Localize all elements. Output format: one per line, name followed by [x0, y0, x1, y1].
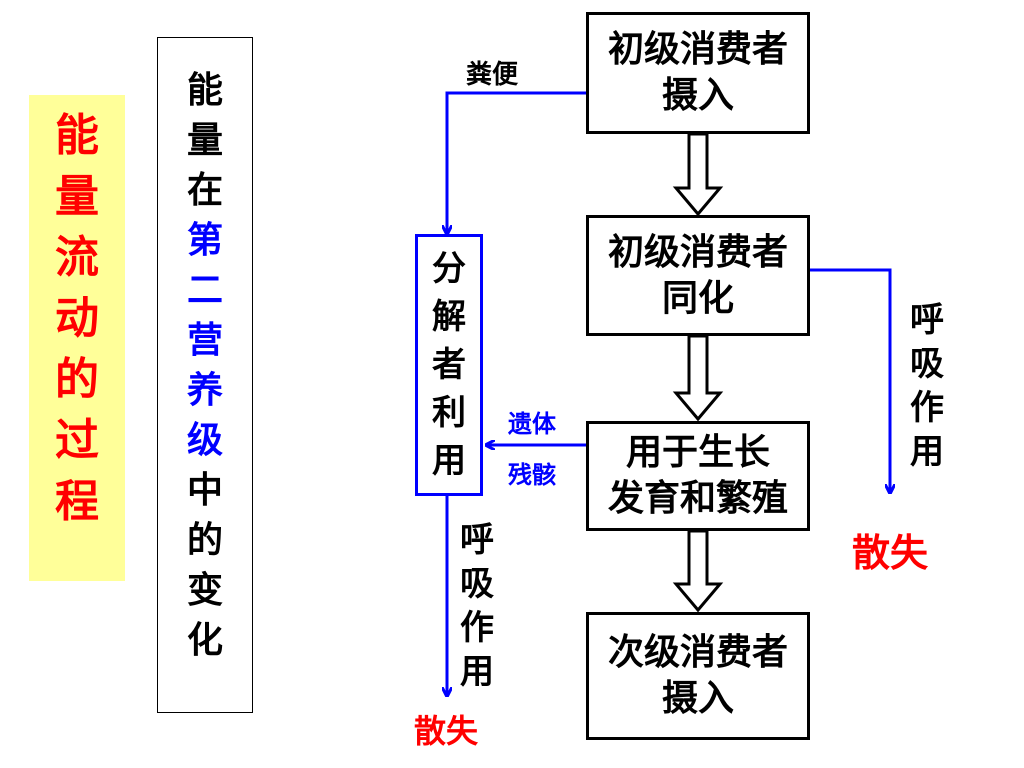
subtitle-char: 二 — [186, 270, 223, 311]
subtitle-char: 中 — [186, 470, 223, 511]
hollow-arrow-assimilation-to-growth — [672, 334, 724, 422]
label-char: 吸 — [910, 344, 944, 384]
label-char: 吸 — [460, 564, 494, 604]
subtitle-char: 营 — [186, 320, 223, 361]
hollow-arrow-growth-to-next — [672, 529, 724, 613]
subtitle-char: 的 — [186, 520, 223, 561]
box-line: 同化 — [661, 277, 734, 319]
title-char: 量 — [55, 171, 99, 222]
title-panel: 能 量 流 动 的 过 程 — [29, 95, 125, 581]
subtitle-char: 能 — [186, 70, 223, 111]
label-char: 用 — [910, 432, 944, 472]
box-char: 者 — [432, 345, 466, 385]
subtitle-char: 养 — [186, 370, 223, 411]
lost-right-label: 散失 — [852, 531, 929, 575]
respiration-right-arrow — [810, 268, 890, 492]
subtitle-char: 化 — [186, 620, 223, 661]
box-char: 利 — [432, 393, 466, 433]
label-char: 用 — [460, 652, 494, 692]
title-char: 过 — [55, 415, 99, 466]
remains-label-1: 遗体 — [508, 410, 556, 438]
decomposer-box: 分 解 者 利 用 — [415, 234, 483, 496]
box-line: 初级消费者 — [607, 29, 788, 70]
subtitle-char: 级 — [186, 420, 223, 461]
remains-label-2: 残骸 — [508, 461, 556, 489]
box-line: 用于生长 — [625, 432, 770, 473]
title-text: 能 量 流 动 的 过 程 — [29, 105, 125, 532]
box-line: 发育和繁殖 — [607, 478, 788, 519]
feces-label: 粪便 — [466, 60, 519, 90]
feces-arrow — [447, 91, 586, 233]
secondary-consumer-intake-box: 次级消费者 摄入 — [586, 612, 810, 740]
label-char: 作 — [460, 608, 494, 648]
lost-left-label: 散失 — [414, 712, 479, 750]
subtitle-char: 变 — [186, 570, 223, 611]
subtitle-text: 能量在第二营养级中的变化 — [158, 66, 252, 666]
respiration-right-label: 呼 吸 作 用 — [902, 298, 952, 474]
label-char: 作 — [910, 388, 944, 428]
subtitle-char: 量 — [186, 120, 223, 161]
box-char: 分 — [432, 249, 466, 289]
box-line: 摄入 — [661, 678, 734, 719]
primary-consumer-intake-box: 初级消费者 摄入 — [586, 12, 810, 134]
box-char: 用 — [432, 441, 466, 481]
title-char: 的 — [55, 354, 99, 405]
box-char: 解 — [432, 297, 466, 337]
subtitle-panel: 能量在第二营养级中的变化 — [157, 37, 253, 713]
box-line: 次级消费者 — [607, 632, 788, 673]
growth-reproduction-box: 用于生长 发育和繁殖 — [586, 421, 810, 531]
box-line: 摄入 — [661, 75, 734, 116]
label-char: 呼 — [460, 520, 494, 560]
title-char: 程 — [55, 476, 99, 527]
title-char: 能 — [55, 110, 99, 161]
title-char: 流 — [55, 232, 99, 283]
label-char: 呼 — [910, 300, 944, 340]
subtitle-char: 在 — [186, 170, 223, 211]
respiration-left-label: 呼 吸 作 用 — [452, 518, 502, 694]
title-char: 动 — [55, 293, 99, 344]
hollow-arrow-intake-to-assimilation — [672, 132, 724, 217]
subtitle-char: 第 — [186, 220, 223, 261]
box-line: 初级消费者 — [607, 231, 788, 273]
primary-consumer-assimilation-box: 初级消费者 同化 — [586, 215, 810, 336]
